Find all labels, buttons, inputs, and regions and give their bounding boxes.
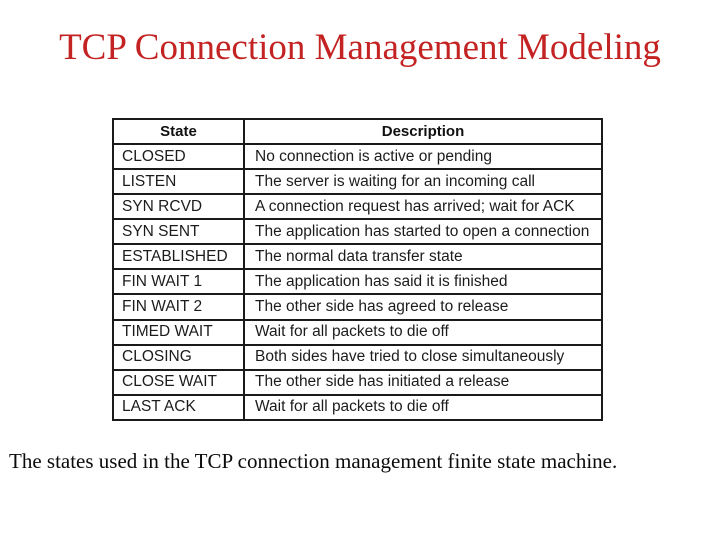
- state-cell: LISTEN: [112, 168, 245, 196]
- description-cell: The application has said it is finished: [243, 268, 603, 296]
- state-cell: CLOSE WAIT: [112, 368, 245, 396]
- description-cell: The server is waiting for an incoming ca…: [243, 168, 603, 196]
- description-cell: A connection request has arrived; wait f…: [243, 193, 603, 221]
- description-cell: The application has started to open a co…: [243, 218, 603, 246]
- table-header-state: State: [112, 118, 245, 145]
- description-cell: Wait for all packets to die off: [243, 318, 603, 346]
- description-cell: The other side has initiated a release: [243, 368, 603, 396]
- state-cell: FIN WAIT 2: [112, 293, 245, 321]
- description-cell: No connection is active or pending: [243, 142, 603, 171]
- state-cell: FIN WAIT 1: [112, 268, 245, 296]
- state-cell: TIMED WAIT: [112, 318, 245, 346]
- description-cell: The normal data transfer state: [243, 243, 603, 271]
- table-header-description: Description: [243, 118, 603, 145]
- state-cell: SYN SENT: [112, 218, 245, 246]
- state-cell: SYN RCVD: [112, 193, 245, 221]
- state-cell: CLOSING: [112, 343, 245, 371]
- state-cell: LAST ACK: [112, 393, 245, 422]
- state-cell: ESTABLISHED: [112, 243, 245, 271]
- description-cell: Wait for all packets to die off: [243, 393, 603, 422]
- description-cell: Both sides have tried to close simultane…: [243, 343, 603, 371]
- caption: The states used in the TCP connection ma…: [9, 449, 618, 473]
- state-cell: CLOSED: [112, 142, 245, 171]
- description-cell: The other side has agreed to release: [243, 293, 603, 321]
- page-title: TCP Connection Management Modeling: [59, 27, 661, 68]
- table-header-row: State Description: [112, 118, 603, 145]
